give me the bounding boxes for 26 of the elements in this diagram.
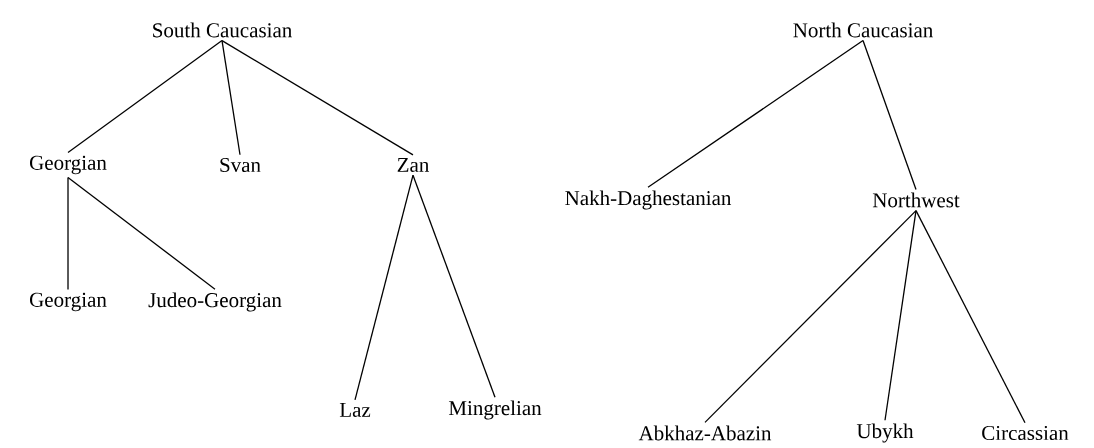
tree-line [67,39,223,154]
tree-label: Nakh-Daghestanian [565,190,732,210]
tree-label: Georgian [30,292,107,312]
tree-line [862,39,917,191]
tree-label: Circassian [982,425,1069,441]
tree-label: North Caucasian [793,22,933,38]
tree-label: Zan [397,158,429,172]
tree-line [704,209,917,424]
tree-line [221,39,414,156]
tree-label: Mingrelian [448,400,542,420]
tree-label: Judeo-Georgian [148,292,282,312]
tree-label: Northwest [872,192,960,208]
tree-line [647,39,864,188]
tree-label: Abkhaz-Abazin [638,425,772,441]
tree-line [884,209,917,421]
tree-label: Georgian [30,155,107,175]
tree-line [915,209,1026,424]
tree-label: Svan [220,157,261,173]
tree-line [412,174,496,398]
tree-label: Ubykh [856,423,914,443]
tree-label: Laz [339,403,371,417]
tree-line [67,176,216,290]
tree-line [354,174,414,401]
tree-line [221,39,241,156]
tree-label: South Caucasian [153,22,292,38]
tree-line [67,176,69,291]
